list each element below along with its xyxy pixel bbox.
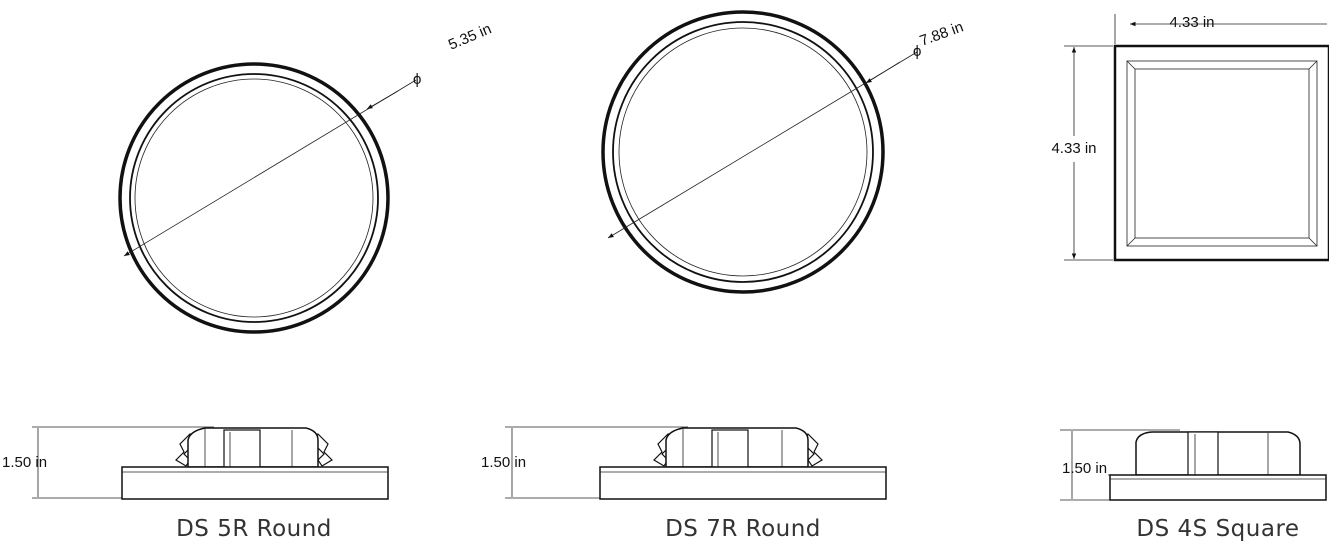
ds5r-top-view: ϕ 5.35 in <box>118 20 494 334</box>
ds5r-height-label: 1.50 in <box>2 454 47 471</box>
ds4s-side-view: 1.50 in <box>1060 429 1327 501</box>
ds5r-diameter-symbol: ϕ <box>413 71 421 88</box>
ds7r-driver-box <box>711 429 749 468</box>
ds5r-caption: DS 5R Round <box>176 516 332 542</box>
ds5r-trim-ring <box>129 73 379 323</box>
ds4s-height-label: 1.50 in <box>1062 460 1107 477</box>
ds4s-depth-label: 4.33 in <box>1051 140 1096 157</box>
ds7r-lens <box>618 27 868 277</box>
ds7r-diameter-line <box>607 51 918 239</box>
ds7r-side-view: 1.50 in <box>481 426 887 500</box>
ds4s-width-label: 4.33 in <box>1169 14 1214 31</box>
ds4s-bevel-br <box>1308 237 1318 247</box>
ds7r-diameter-symbol: ϕ <box>913 43 921 60</box>
ds5r-lens <box>134 78 374 318</box>
ds7r-top-view: ϕ 7.88 in <box>601 10 966 294</box>
ds7r-diameter-arrow-upper <box>865 61 901 84</box>
ds4s-bevel-tr <box>1308 60 1318 70</box>
ds7r-height-label: 1.50 in <box>481 454 526 471</box>
ds4s-lens <box>1134 68 1310 239</box>
ds4s-bevel-tl <box>1126 60 1136 70</box>
ds5r-diameter-label: 5.35 in <box>446 20 494 53</box>
ds7r-trim-ring <box>612 21 874 283</box>
ds5r-diameter-arrow-upper <box>366 90 399 110</box>
ds7r-diameter-label: 7.88 in <box>918 18 966 49</box>
ds4s-bevel-bl <box>1126 237 1136 247</box>
ds4s-outer-frame <box>1113 44 1329 262</box>
ds5r-driver-box <box>223 429 261 468</box>
ds4s-driver-box <box>1187 431 1219 476</box>
ds5r-side-view: 1.50 in <box>2 426 389 500</box>
ds4s-top-view: 4.33 in 4.33 in <box>1051 14 1329 262</box>
ds4s-inner-frame <box>1126 60 1318 247</box>
ds7r-caption: DS 7R Round <box>665 516 821 542</box>
ds5r-diameter-line <box>123 79 417 257</box>
ds4s-caption: DS 4S Square <box>1136 516 1299 542</box>
